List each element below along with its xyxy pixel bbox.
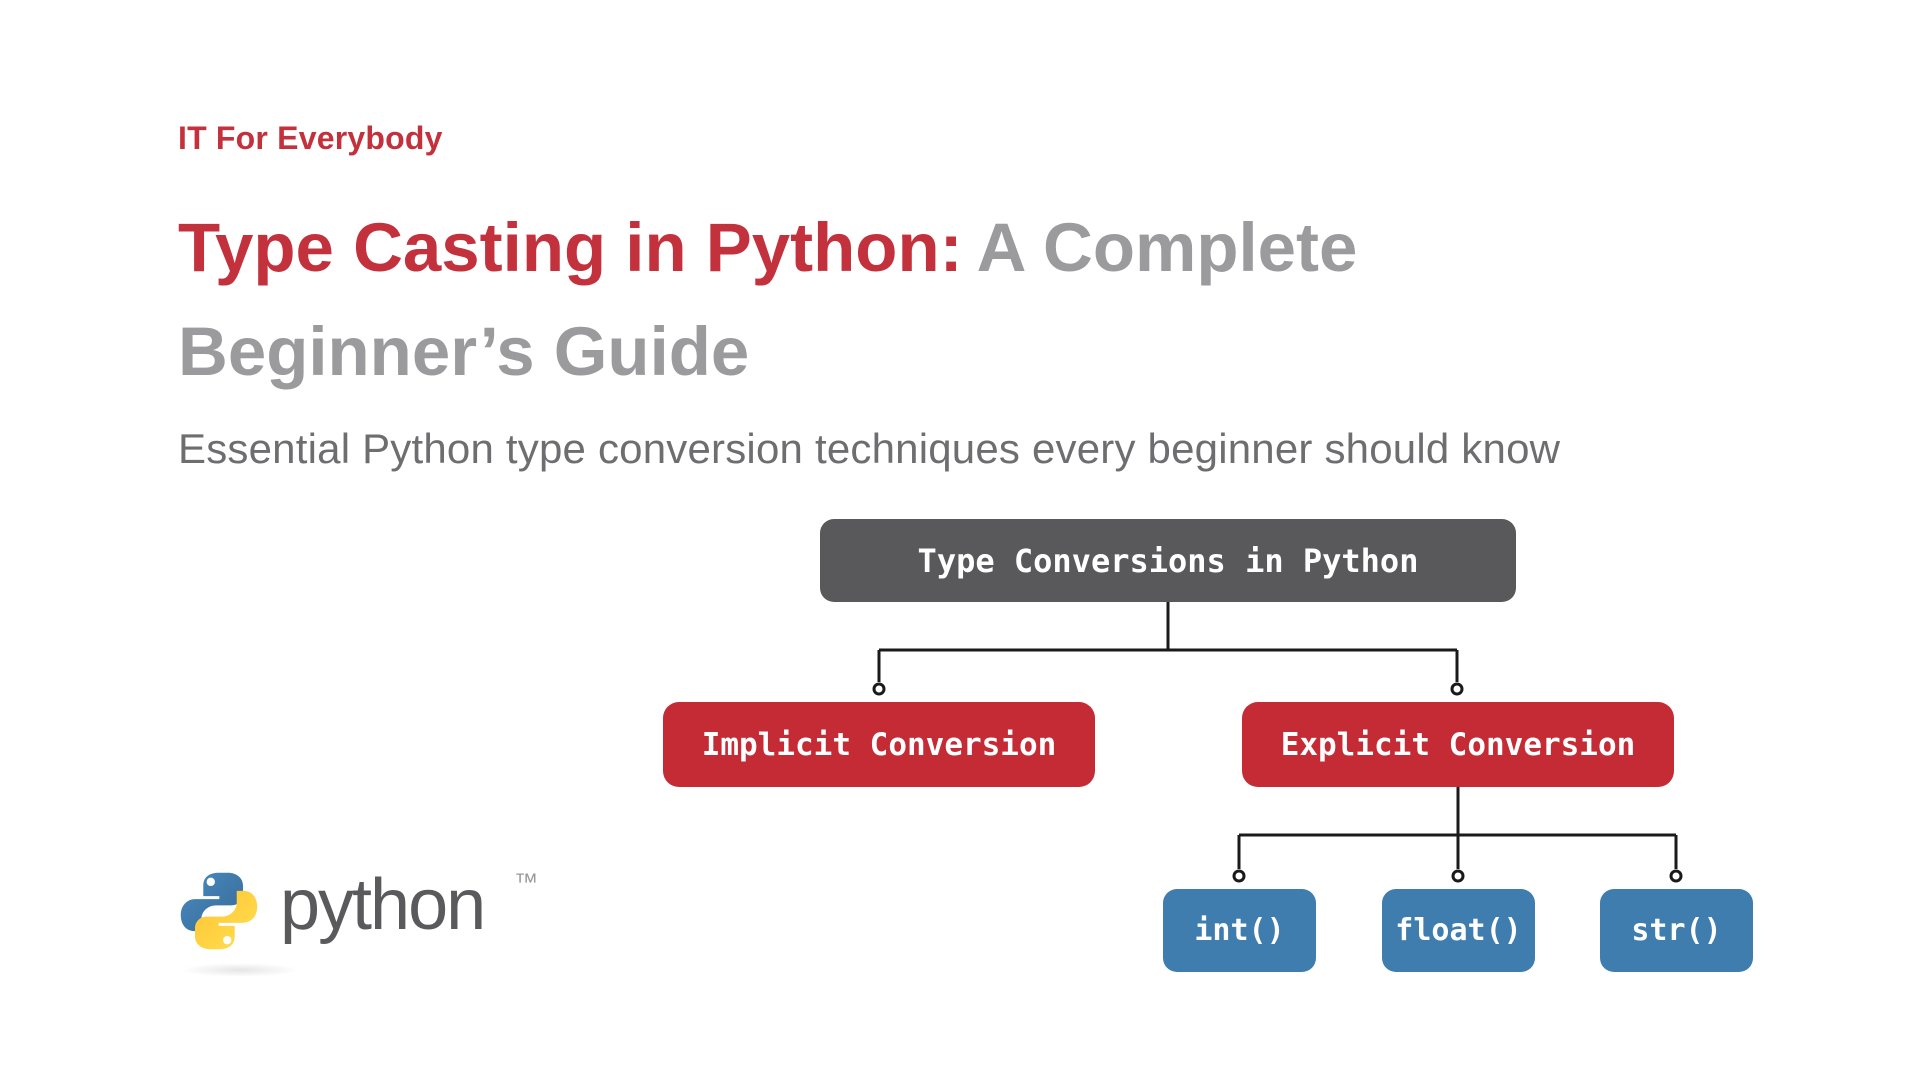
dot-implicit (872, 682, 886, 696)
title-line-2: Beginner’s Guide (178, 313, 750, 390)
dot-float (1451, 869, 1465, 883)
node-implicit-conversion: Implicit Conversion (663, 702, 1095, 787)
title-accent-text: Type Casting in Python: (178, 209, 963, 286)
node-str: str() (1600, 889, 1753, 972)
node-int: int() (1163, 889, 1316, 972)
python-wordmark: python (280, 865, 486, 945)
trademark-symbol: ™ (514, 869, 538, 896)
node-explicit-conversion: Explicit Conversion (1242, 702, 1674, 787)
python-snake-blue (180, 872, 244, 932)
node-root: Type Conversions in Python (820, 519, 1516, 602)
python-snake-blue-eye (206, 877, 215, 887)
python-snake-yellow (194, 890, 258, 950)
title-gray-text: A Complete (976, 209, 1358, 286)
dot-int (1232, 869, 1246, 883)
dot-str (1669, 869, 1683, 883)
dot-explicit (1450, 682, 1464, 696)
page-title: Type Casting in Python:A Complete Beginn… (178, 196, 1357, 404)
node-float: float() (1382, 889, 1535, 972)
logo-shadow (180, 963, 300, 977)
eyebrow-label: IT For Everybody (178, 120, 443, 156)
title-line-1: Type Casting in Python:A Complete (178, 196, 1357, 300)
python-logo-icon (180, 872, 258, 950)
python-snake-yellow-eye (223, 935, 232, 945)
subtitle: Essential Python type conversion techniq… (178, 425, 1561, 472)
